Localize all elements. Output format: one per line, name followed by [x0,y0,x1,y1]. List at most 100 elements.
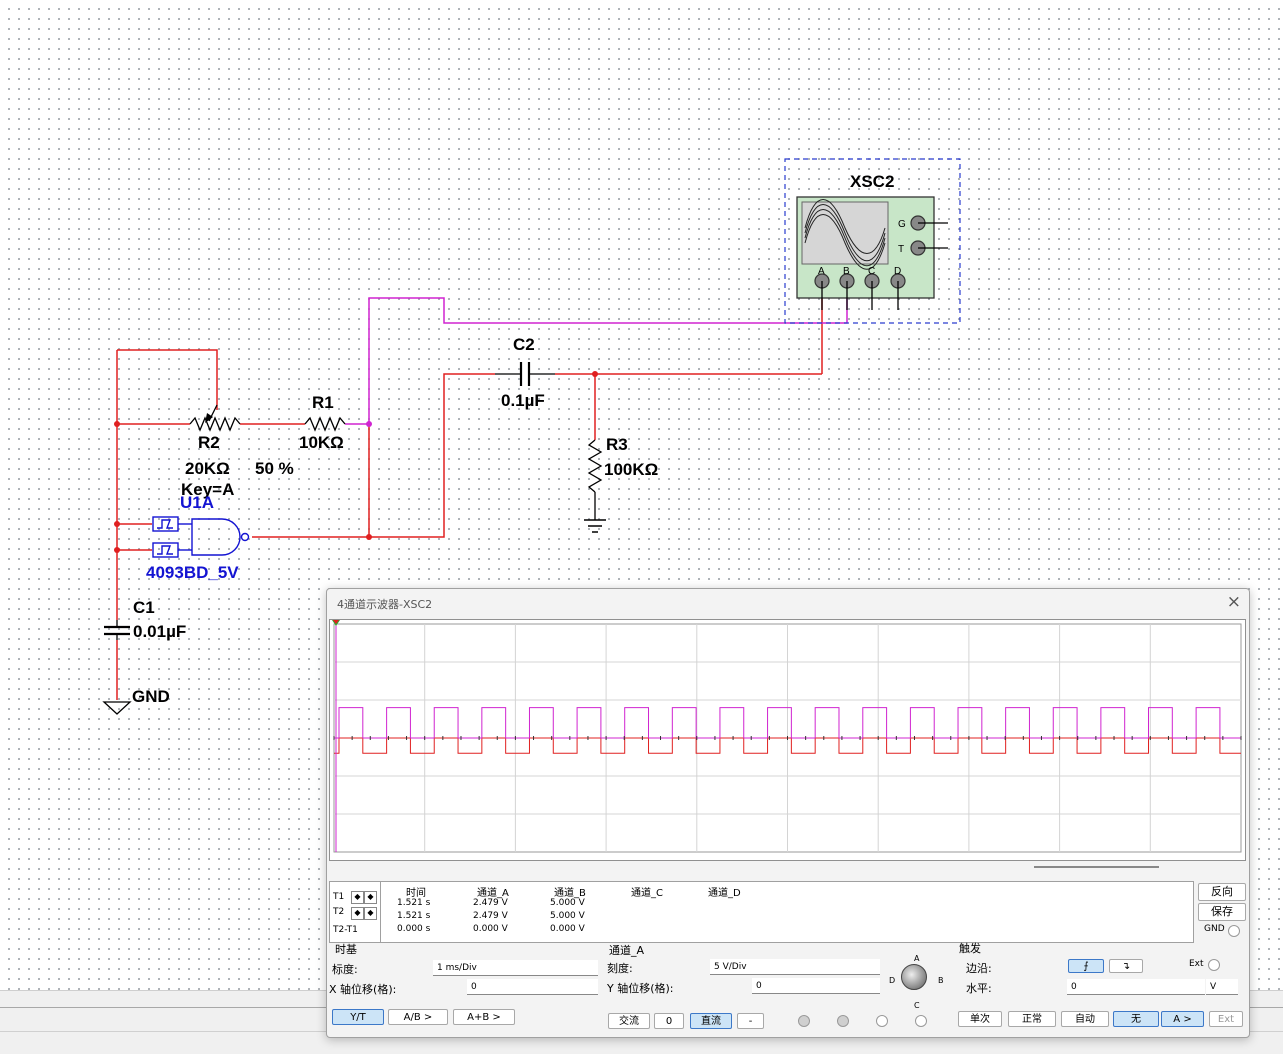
scope-scrollbar[interactable] [329,862,1244,874]
t1-left-arrow-icon[interactable]: ◆ [351,891,364,904]
cursor-readout-table: T1 ◆ ◆ T2 ◆ ◆ T2-T1 时间 通道_A 通道_B 通道_C 通道… [329,881,1194,943]
rising-edge-icon[interactable]: ⨍ [1068,959,1104,973]
trigger-ext-radio[interactable] [1208,959,1220,971]
c1-value-label[interactable]: 0.01µF [133,622,186,641]
t2-t1-channel-b: 0.000 V [550,924,585,934]
x-position-label: X 轴位移(格): [329,983,397,996]
cursor-t2-handle-icon[interactable] [333,620,339,624]
r2-key-label[interactable]: Key=A [181,480,234,499]
u1a-ref-label[interactable]: U1A [180,493,214,512]
channel-scale-field[interactable]: 5 V/Div [710,959,880,975]
t1-channel-b: 5.000 V [550,898,585,908]
falling-edge-icon[interactable]: ↴ [1109,959,1143,973]
dc-coupling-button[interactable]: 直流 [690,1013,732,1029]
channel-a-trace [334,737,1241,754]
t2-channel-a: 2.479 V [473,911,508,921]
normal-button[interactable]: 正常 [1008,1011,1056,1027]
header-channel-c: 通道_C [631,888,663,899]
r1-ref-label[interactable]: R1 [312,393,334,412]
gnd-label[interactable]: GND [132,687,170,706]
none-button[interactable]: 无 [1113,1011,1159,1027]
scope-pin-c-label: C [868,266,875,277]
t2-left-arrow-icon[interactable]: ◆ [351,907,364,920]
yt-button[interactable]: Y/T [332,1009,384,1025]
timebase-scale-label: 标度: [332,963,358,976]
t2-label: T2 [333,907,345,917]
trigger-a-button[interactable]: A > [1161,1011,1204,1027]
scope-display[interactable] [329,619,1246,861]
r2-ref-label[interactable]: R2 [198,433,220,452]
t2-right-arrow-icon[interactable]: ◆ [364,907,377,920]
t2-t1-time: 0.000 s [397,924,431,934]
t1-time: 1.521 s [397,898,431,908]
scope-pin-d-label: D [894,266,901,277]
channel-title: 通道_A [609,944,645,957]
r1-value-label[interactable]: 10KΩ [299,433,344,452]
knob-label-d: D [889,976,896,985]
t1-label: T1 [333,892,345,902]
trigger-level-field[interactable]: 0 [1067,979,1205,995]
reverse-button[interactable]: 反向 [1198,883,1246,901]
trigger-ext-button[interactable]: Ext [1209,1011,1243,1027]
r3-ref-label[interactable]: R3 [606,435,628,454]
t2-t1-channel-a: 0.000 V [473,924,508,934]
t2-time: 1.521 s [397,911,431,921]
channel-b-trace [334,707,1241,739]
scope-titlebar[interactable]: 4通道示波器-XSC2 × [327,589,1249,617]
scope-pin-b-label: B [843,266,850,277]
y-position-label: Y 轴位移(格): [607,982,674,995]
minus-button[interactable]: - [737,1013,764,1029]
r2-percent-label[interactable]: 50 % [255,459,294,478]
header-time: 时间 [406,888,426,899]
edge-label: 边沿: [966,962,992,975]
oscilloscope-window[interactable]: 4通道示波器-XSC2 × T1 ◆ ◆ T2 ◆ ◆ T2-T1 时间 通道_… [326,588,1250,1038]
knob-label-a: A [914,954,920,963]
c1-ref-label[interactable]: C1 [133,598,155,617]
gnd-radio[interactable] [1228,925,1240,937]
t2-t1-label: T2-T1 [333,925,358,935]
trigger-ext-label: Ext [1189,959,1204,969]
scope-title: 4通道示波器-XSC2 [337,598,433,611]
y-position-field[interactable]: 0 [752,978,880,994]
scope-trace-area [332,620,1242,853]
ac-coupling-button[interactable]: 交流 [608,1013,650,1029]
t2-channel-b: 5.000 V [550,911,585,921]
header-channel-d: 通道_D [708,888,741,899]
knob-label-c: C [914,1001,920,1010]
zero-coupling-button[interactable]: 0 [654,1013,684,1029]
gnd-label: GND [1204,924,1225,934]
level-label: 水平: [966,982,992,995]
trigger-level-unit[interactable]: V [1206,979,1238,995]
channel-b-radio[interactable] [837,1015,849,1027]
ab-button[interactable]: A/B > [388,1009,448,1025]
xsc2-label[interactable]: XSC2 [850,172,894,191]
channel-c-radio[interactable] [876,1015,888,1027]
close-icon[interactable]: × [1226,592,1241,612]
trigger-title: 触发 [959,942,981,955]
t1-channel-a: 2.479 V [473,898,508,908]
c2-value-label[interactable]: 0.1µF [501,391,545,410]
header-channel-b: 通道_B [554,888,586,899]
channel-scale-label: 刻度: [607,962,633,975]
channel-selector-knob[interactable] [901,964,927,990]
channel-d-radio[interactable] [915,1015,927,1027]
header-channel-a: 通道_A [477,888,509,899]
u1a-part-label[interactable]: 4093BD_5V [146,563,239,582]
c2-ref-label[interactable]: C2 [513,335,535,354]
channel-a-radio[interactable] [798,1015,810,1027]
timebase-scale-field[interactable]: 1 ms/Div [433,960,598,976]
timebase-title: 时基 [335,943,357,956]
r2-value-label[interactable]: 20KΩ [185,459,230,478]
x-position-field[interactable]: 0 [467,979,598,995]
scope-pin-a-label: A [818,266,825,277]
r3-value-label[interactable]: 100KΩ [604,460,658,479]
t1-right-arrow-icon[interactable]: ◆ [364,891,377,904]
single-button[interactable]: 单次 [958,1011,1002,1027]
auto-button[interactable]: 自动 [1061,1011,1109,1027]
save-button[interactable]: 保存 [1198,903,1246,921]
apb-button[interactable]: A+B > [453,1009,515,1025]
scope-pin-g-label: G [898,219,906,230]
knob-label-b: B [938,976,944,985]
